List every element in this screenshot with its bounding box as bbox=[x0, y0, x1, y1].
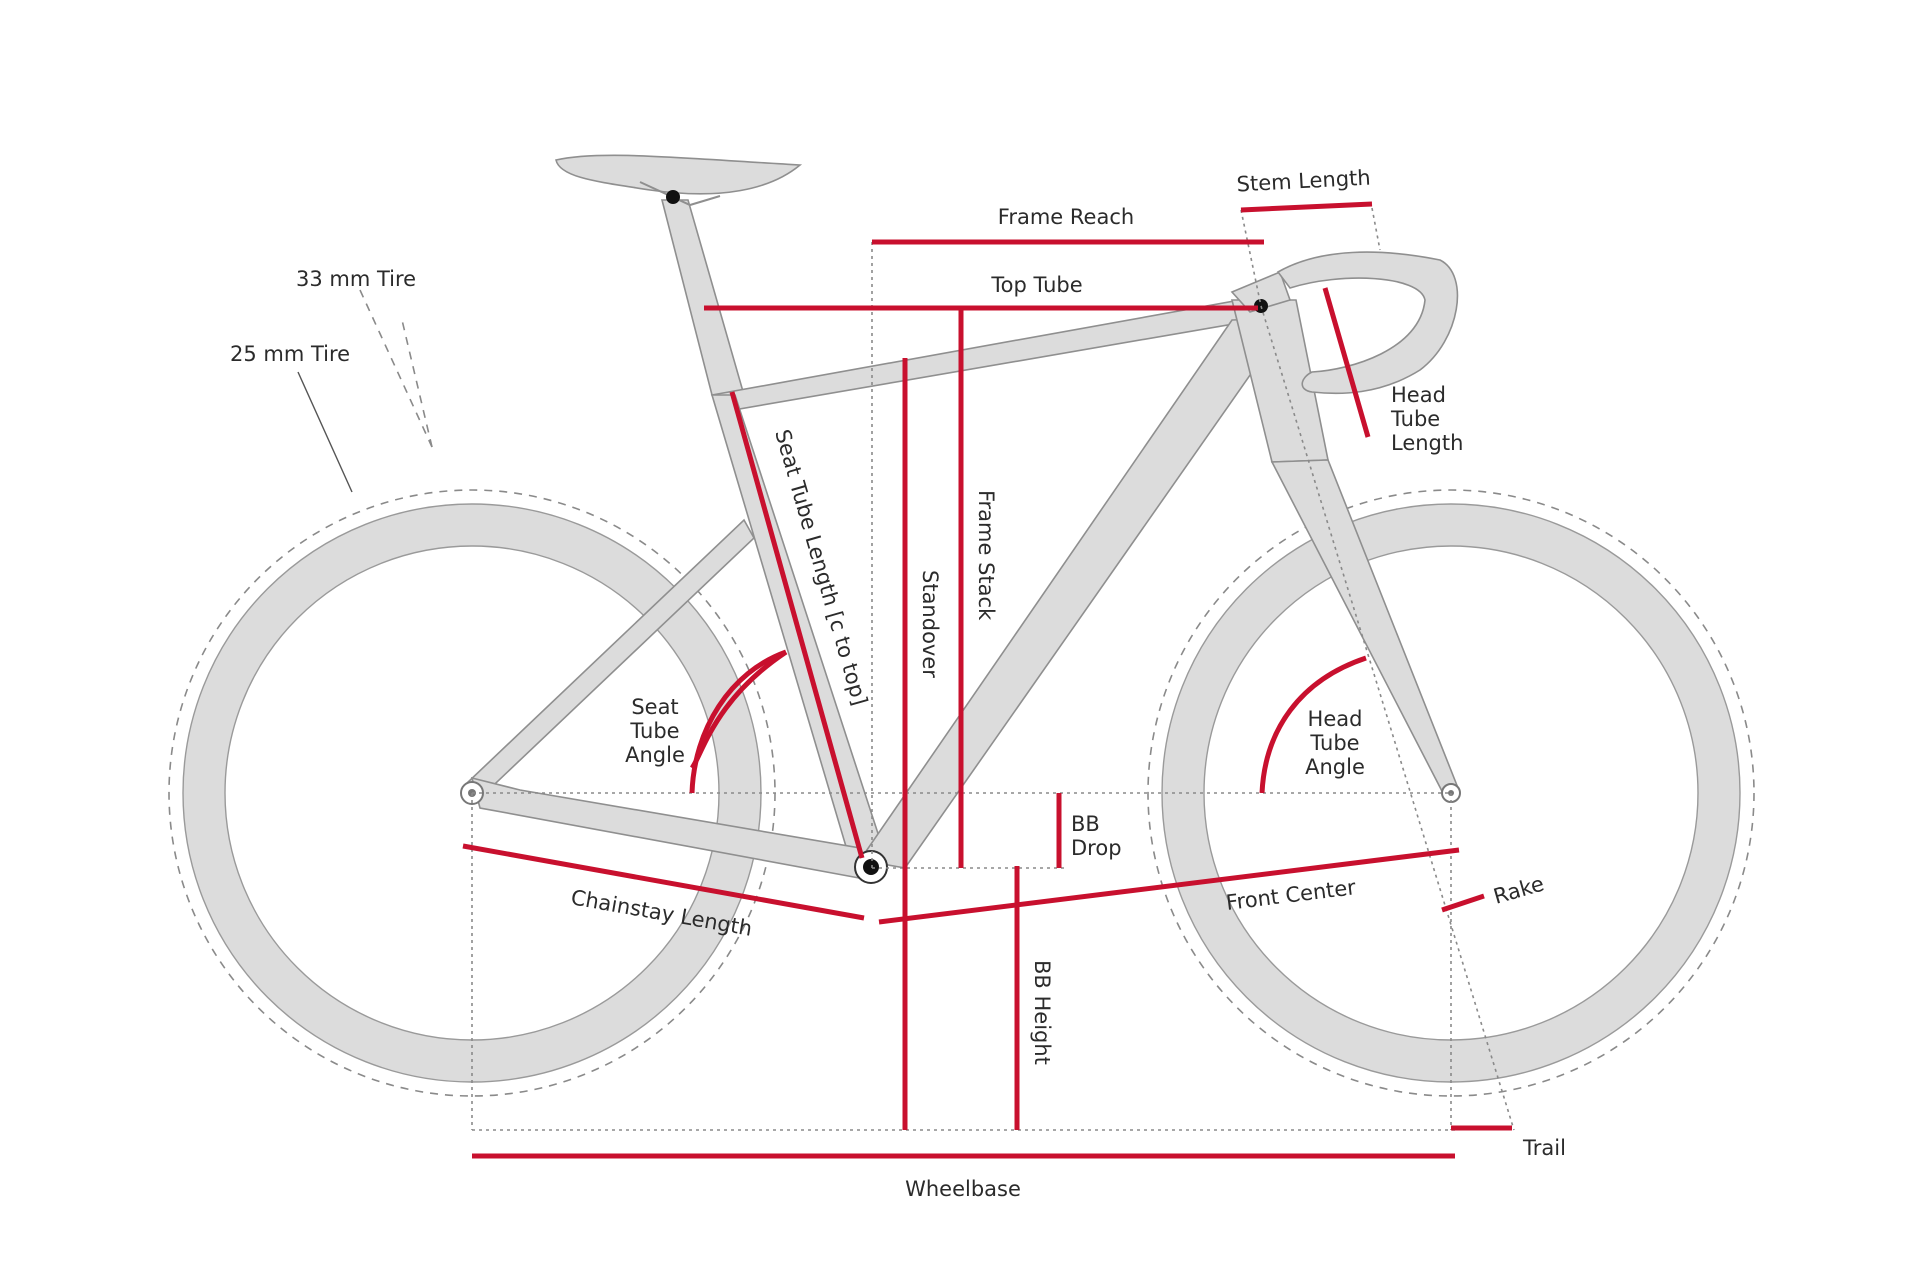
label-seat-tube-angle-2: Tube bbox=[629, 719, 679, 743]
label-trail: Trail bbox=[1522, 1136, 1566, 1160]
front-center-line bbox=[878, 847, 1460, 925]
label-head-tube-length-1: Head bbox=[1391, 383, 1446, 407]
stem-length-line bbox=[1240, 201, 1373, 213]
head-tube-angle-arc bbox=[1259, 655, 1367, 794]
label-tire-33: 33 mm Tire bbox=[296, 267, 416, 291]
label-seat-tube-angle-3: Angle bbox=[625, 743, 685, 767]
label-standover: Standover bbox=[918, 570, 942, 678]
rake-line bbox=[1441, 893, 1485, 913]
label-seat-tube-angle-1: Seat bbox=[631, 695, 678, 719]
seat-tube-length-line bbox=[729, 391, 865, 859]
label-bb-height: BB Height bbox=[1030, 960, 1054, 1065]
label-top-tube: Top Tube bbox=[990, 273, 1082, 297]
label-bb-drop-2: Drop bbox=[1071, 836, 1122, 860]
measurement-lines bbox=[462, 201, 1512, 1159]
tire-25-leader bbox=[297, 371, 353, 493]
label-stem-length: Stem Length bbox=[1236, 166, 1371, 197]
label-head-tube-angle-1: Head bbox=[1308, 707, 1363, 731]
bike-frame bbox=[460, 154, 1461, 884]
label-rake: Rake bbox=[1491, 872, 1547, 909]
label-bb-drop-1: BB bbox=[1071, 812, 1100, 836]
label-head-tube-length-3: Length bbox=[1391, 431, 1463, 455]
seat-tube-angle-arc-2 bbox=[689, 649, 787, 794]
head-tube-length-line bbox=[1322, 287, 1371, 438]
label-front-center: Front Center bbox=[1225, 875, 1358, 915]
label-frame-stack: Frame Stack bbox=[974, 490, 998, 621]
label-frame-reach: Frame Reach bbox=[998, 205, 1134, 229]
reference-lines bbox=[401, 207, 1515, 1131]
label-tire-25: 25 mm Tire bbox=[230, 342, 350, 366]
tire-33-leader bbox=[359, 289, 433, 448]
label-head-tube-angle-2: Tube bbox=[1309, 731, 1359, 755]
label-wheelbase: Wheelbase bbox=[905, 1177, 1021, 1201]
label-head-tube-length-2: Tube bbox=[1390, 407, 1440, 431]
chainstay-length-line bbox=[462, 843, 865, 921]
label-head-tube-angle-3: Angle bbox=[1305, 755, 1365, 779]
